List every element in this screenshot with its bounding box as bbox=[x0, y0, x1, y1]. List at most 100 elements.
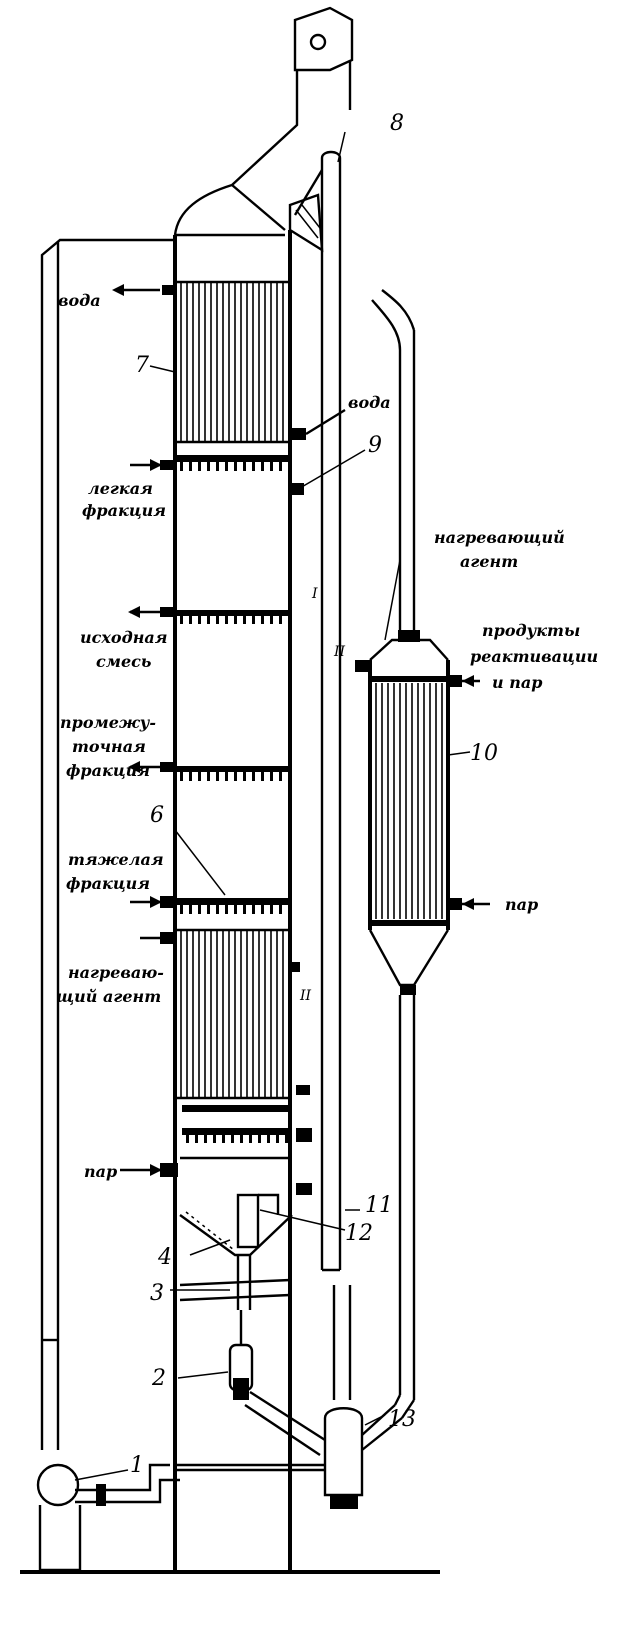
zone-I: I bbox=[311, 586, 318, 602]
tray-cap bbox=[180, 772, 183, 781]
label-intermediate-2: точная bbox=[72, 737, 146, 756]
tray-cap bbox=[252, 905, 255, 914]
tray-cap bbox=[204, 1135, 207, 1143]
tray-cap bbox=[261, 905, 264, 914]
tray-cap bbox=[285, 1135, 288, 1143]
tray-cap bbox=[234, 772, 237, 781]
num-6: 6 bbox=[150, 803, 164, 828]
tray-cap bbox=[189, 616, 192, 624]
cyclone-hood bbox=[173, 6, 354, 237]
lift-tube bbox=[288, 150, 352, 1400]
tray-cap bbox=[252, 462, 255, 471]
tray-cap bbox=[234, 905, 237, 914]
tray-cap bbox=[240, 1135, 243, 1143]
recirculation-line bbox=[36, 238, 180, 1572]
tray-cap bbox=[216, 616, 219, 624]
tray-light bbox=[175, 455, 290, 471]
tray-cap bbox=[198, 905, 201, 914]
tray-cap bbox=[267, 1135, 270, 1143]
tray-cap bbox=[258, 1135, 261, 1143]
tray-cap bbox=[243, 616, 246, 624]
tray-cap bbox=[198, 462, 201, 471]
tray-cap bbox=[198, 772, 201, 781]
tray-cap bbox=[279, 905, 282, 914]
tray-cap bbox=[279, 772, 282, 781]
nozzles bbox=[160, 285, 462, 1195]
flow-arrows bbox=[112, 284, 490, 1176]
tray-cap bbox=[189, 905, 192, 914]
tray-cap bbox=[231, 1135, 234, 1143]
label-steam-left: пар bbox=[84, 1162, 117, 1181]
tray-cap bbox=[279, 616, 282, 624]
tray-cap bbox=[213, 1135, 216, 1143]
label-feed-1: исходная bbox=[80, 628, 167, 647]
label-reactivation-1: продукты bbox=[482, 621, 580, 640]
label-heavy-1: тяжелая bbox=[68, 850, 164, 869]
num-7: 7 bbox=[135, 353, 149, 378]
num-4: 4 bbox=[157, 1245, 172, 1270]
num-12: 12 bbox=[345, 1221, 373, 1246]
feeder-valve bbox=[228, 1310, 326, 1456]
tray-heavy bbox=[175, 898, 290, 914]
tray-cap bbox=[234, 616, 237, 624]
label-intermediate-3: фракция bbox=[66, 761, 150, 780]
tray-cap bbox=[189, 462, 192, 471]
label-reactivation-2: реактивации bbox=[470, 647, 598, 666]
tray-feed bbox=[175, 610, 290, 624]
reactivator bbox=[368, 289, 450, 995]
tray-cap bbox=[189, 772, 192, 781]
label-light-fraction-2: фракция bbox=[82, 501, 166, 520]
tray-cap bbox=[225, 772, 228, 781]
tray-cap bbox=[252, 772, 255, 781]
tray-cap bbox=[270, 616, 273, 624]
tray-cap bbox=[198, 616, 201, 624]
label-intermediate-1: промежу- bbox=[60, 713, 156, 732]
num-8: 8 bbox=[390, 111, 404, 136]
base-line bbox=[20, 1463, 440, 1574]
return-pipe bbox=[393, 995, 416, 1419]
process-labels: вода вода легкая фракция исходная смесь … bbox=[56, 291, 598, 1181]
tray-cap bbox=[243, 772, 246, 781]
tray-cap bbox=[195, 1135, 198, 1143]
tray-cap bbox=[225, 616, 228, 624]
label-water-right: вода bbox=[348, 393, 391, 412]
label-heating-right-2: агент bbox=[460, 552, 518, 571]
tray-cap bbox=[252, 616, 255, 624]
num-3: 3 bbox=[150, 1281, 164, 1306]
tray-cap bbox=[270, 772, 273, 781]
label-reactivation-3: и пар bbox=[492, 673, 542, 692]
tray-cap bbox=[279, 462, 282, 471]
label-light-fraction-1: легкая bbox=[88, 479, 153, 498]
num-13: 13 bbox=[388, 1407, 416, 1432]
tray-cap bbox=[180, 905, 183, 914]
tray-cap bbox=[207, 616, 210, 624]
zone-labels: I II II bbox=[299, 586, 346, 1004]
label-steam-right: пар bbox=[505, 895, 538, 914]
tray-cap bbox=[216, 772, 219, 781]
label-heavy-2: фракция bbox=[66, 874, 150, 893]
num-9: 9 bbox=[368, 433, 382, 458]
zone-II-bottom: II bbox=[299, 988, 312, 1004]
bottom-separator bbox=[323, 1404, 403, 1509]
tray-cap bbox=[243, 905, 246, 914]
tray-cap bbox=[216, 462, 219, 471]
label-heating-left-2: щий агент bbox=[56, 987, 161, 1006]
tray-cap bbox=[270, 905, 273, 914]
num-11: 11 bbox=[365, 1193, 393, 1218]
label-heating-right-1: нагревающий bbox=[434, 528, 565, 547]
leader-lines bbox=[74, 131, 471, 1481]
bottom-heater-bundle bbox=[175, 928, 290, 1143]
label-feed-2: смесь bbox=[96, 652, 151, 671]
num-1: 1 bbox=[130, 1453, 144, 1478]
tray-cap bbox=[180, 616, 183, 624]
tray-cap bbox=[222, 1135, 225, 1143]
tray-cap bbox=[243, 462, 246, 471]
num-2: 2 bbox=[151, 1366, 166, 1391]
tray-cap bbox=[207, 462, 210, 471]
label-water-top: вода bbox=[58, 291, 101, 310]
tray-cap bbox=[180, 462, 183, 471]
top-cooler-bundle bbox=[175, 280, 290, 444]
bottom-hopper bbox=[179, 1156, 293, 1310]
zone-II-top: II bbox=[333, 644, 346, 660]
